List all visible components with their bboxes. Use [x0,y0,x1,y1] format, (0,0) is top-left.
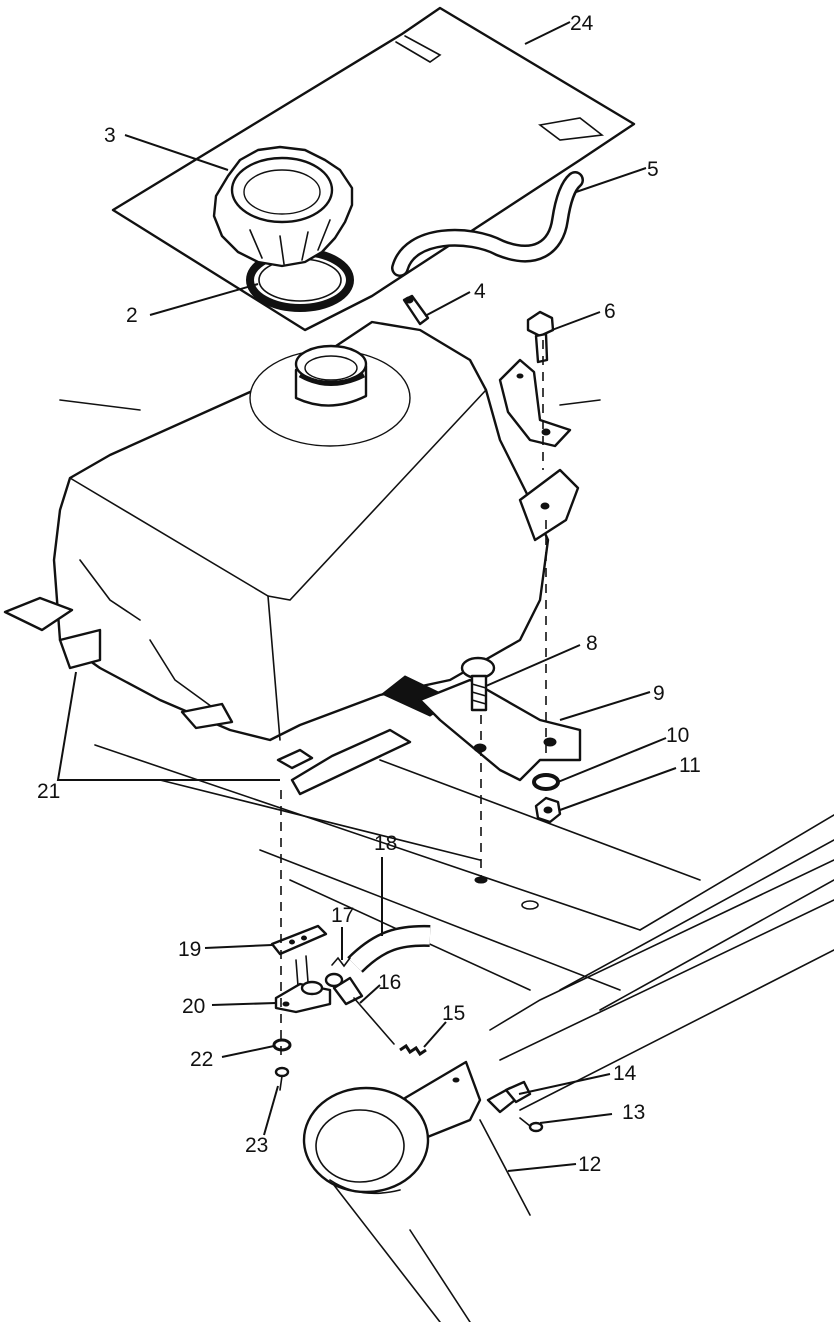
callout-9: 9 [653,682,665,705]
spring-clamp [399,1043,427,1057]
callout-20: 20 [182,995,205,1018]
bolt-upper [526,310,555,364]
callout-19: 19 [178,938,201,961]
callout-12: 12 [578,1153,601,1176]
callout-labels: 24 3 5 2 4 6 8 9 10 11 21 18 17 19 16 20… [37,12,701,1176]
callout-16: 16 [378,971,401,994]
callout-15: 15 [442,1002,465,1025]
callout-24: 24 [570,12,594,35]
callout-4: 4 [474,280,486,303]
callout-11: 11 [679,754,701,777]
washer [532,773,560,791]
callout-5: 5 [647,158,659,181]
callout-18: 18 [374,832,397,855]
upper-bracket [498,358,572,448]
fuel-line-short [332,976,395,1045]
clamp [295,955,351,987]
callout-6: 6 [604,300,616,323]
fuel-cap [212,145,354,268]
callout-14: 14 [613,1062,637,1085]
callout-2: 2 [126,304,138,327]
mounting-bracket [418,678,582,782]
callout-10: 10 [666,724,689,747]
callout-8: 8 [586,632,598,655]
assembly-lines [280,340,547,1060]
leader-lines [56,21,677,1172]
callout-21: 21 [37,780,60,803]
screw [274,1066,290,1091]
callout-13: 13 [622,1101,645,1124]
callout-17: 17 [331,904,354,927]
callout-23: 23 [245,1134,268,1157]
nut [534,796,562,824]
knob [486,1080,532,1114]
small-washer [272,1038,292,1052]
knob-screw [519,1117,544,1133]
vent-hose [391,171,584,277]
callout-3: 3 [104,124,116,147]
tank-pads [276,728,412,796]
callout-22: 22 [190,1048,213,1071]
fuel-line [347,924,431,973]
valve-plate [270,924,328,956]
vent-fitting [402,294,430,326]
seat-panel [111,6,636,332]
fuel-valve [274,972,344,1014]
frame-bracket [302,1060,482,1195]
bolt-lower [460,656,496,712]
fuel-tank [3,320,580,742]
